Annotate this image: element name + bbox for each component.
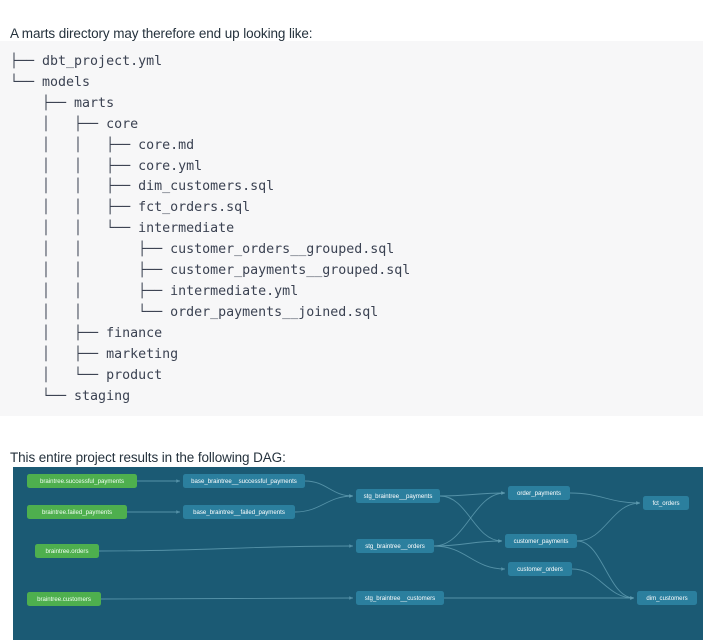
intro-paragraph: A marts directory may therefore end up l… (10, 25, 313, 41)
dag-node-braintree_orders[interactable]: braintree.orders (35, 544, 99, 558)
dag-edge (576, 540, 635, 600)
dag-diagram[interactable]: braintree.successful_payments braintree.f… (13, 467, 703, 640)
dag-node-box[interactable] (27, 474, 137, 488)
dag-edge (304, 480, 354, 498)
dag-node-braintree_failed_payments[interactable]: braintree.failed_payments (27, 505, 127, 519)
dag-node-base_braintree__successful_payments[interactable]: base_braintree__successful_payments (183, 474, 305, 488)
dag-node-box[interactable] (27, 592, 101, 606)
dag-node-box[interactable] (505, 534, 577, 548)
dag-node-fct_orders[interactable]: fct_orders (643, 496, 689, 510)
dag-node-box[interactable] (356, 591, 444, 605)
dag-node-box[interactable] (183, 505, 295, 519)
dag-node-customer_orders[interactable]: customer_orders (508, 562, 572, 576)
dag-node-braintree_customers[interactable]: braintree.customers (27, 592, 101, 606)
dag-edge (571, 568, 635, 600)
dag-node-label: base_braintree__successful_payments (191, 478, 297, 485)
dag-caption: This entire project results in the follo… (10, 449, 286, 465)
dag-edge (576, 501, 641, 542)
dag-edge (98, 544, 354, 552)
dag-node-label: braintree.customers (37, 596, 91, 603)
dag-edge (100, 596, 354, 600)
dag-edge (439, 491, 506, 497)
dag-node-box[interactable] (508, 486, 570, 500)
dag-node-label: order_payments (517, 490, 561, 497)
dag-canvas[interactable]: braintree.successful_payments braintree.f… (13, 467, 703, 640)
dag-node-box[interactable] (356, 539, 434, 553)
dag-edge (294, 494, 354, 513)
dag-node-box[interactable] (637, 591, 697, 605)
dag-node-label: fct_orders (652, 500, 679, 507)
dag-node-box[interactable] (35, 544, 99, 558)
dag-node-box[interactable] (27, 505, 127, 519)
dag-edge (433, 539, 503, 547)
dag-edge (439, 495, 503, 543)
dag-node-label: braintree.failed_payments (42, 509, 112, 516)
dag-node-label: stg_braintree__payments (364, 493, 433, 500)
dag-node-label: customer_payments (514, 538, 569, 545)
dag-node-stg_braintree__orders[interactable]: stg_braintree__orders (356, 539, 434, 553)
dag-node-label: stg_braintree__orders (365, 543, 425, 550)
directory-tree-code-block: ├── dbt_project.yml └── models ├── marts… (0, 41, 703, 416)
dag-node-stg_braintree__customers[interactable]: stg_braintree__customers (356, 591, 444, 605)
dag-node-base_braintree__failed_payments[interactable]: base_braintree__failed_payments (183, 505, 295, 519)
dag-node-label: stg_braintree__customers (365, 595, 435, 602)
dag-node-label: base_braintree__failed_payments (193, 509, 285, 516)
dag-node-order_payments[interactable]: order_payments (508, 486, 570, 500)
dag-node-label: customer_orders (517, 566, 563, 573)
dag-node-box[interactable] (643, 496, 689, 510)
dag-node-customer_payments[interactable]: customer_payments (505, 534, 577, 548)
dag-node-label: braintree.successful_payments (40, 478, 124, 485)
dag-node-box[interactable] (508, 562, 572, 576)
dag-node-braintree_successful_payments[interactable]: braintree.successful_payments (27, 474, 137, 488)
dag-node-dim_customers[interactable]: dim_customers (637, 591, 697, 605)
dag-node-label: dim_customers (646, 595, 687, 602)
dag-node-stg_braintree__payments[interactable]: stg_braintree__payments (356, 489, 440, 503)
dag-node-box[interactable] (183, 474, 305, 488)
dag-node-label: braintree.orders (45, 548, 88, 555)
dag-edge (433, 491, 506, 547)
dag-node-box[interactable] (356, 489, 440, 503)
dag-edge (569, 492, 641, 505)
dag-edge (433, 545, 506, 571)
directory-tree-text: ├── dbt_project.yml └── models ├── marts… (10, 54, 411, 404)
